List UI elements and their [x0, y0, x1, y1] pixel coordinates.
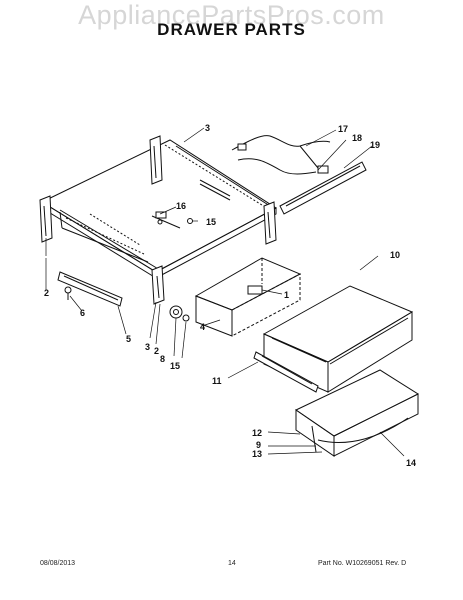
screw: [64, 286, 72, 300]
pivot-bracket: [169, 305, 190, 322]
callout-5: 5: [126, 334, 131, 344]
callout-19: 19: [370, 140, 380, 150]
slide-rail: [253, 351, 319, 393]
callout-3-top: 3: [205, 123, 210, 133]
callout-2-left: 2: [44, 288, 49, 298]
leader-lines: [45, 127, 405, 457]
callout-17: 17: [338, 124, 348, 134]
callout-15-lower: 15: [170, 361, 180, 371]
footer-page-number: 14: [228, 560, 236, 567]
drawer-frame: [39, 135, 277, 305]
callout-13: 13: [252, 449, 262, 459]
callout-9: 9: [256, 440, 261, 450]
callout-10: 10: [390, 250, 400, 260]
footer-part-number: Part No. W10269051 Rev. D: [318, 560, 407, 567]
callout-8: 8: [160, 354, 165, 364]
drawer-rail: [57, 271, 123, 307]
callout-12: 12: [252, 428, 262, 438]
drawer-tray: [262, 285, 414, 393]
callout-3-bottom: 3: [145, 342, 150, 352]
callout-2-right: 2: [154, 346, 159, 356]
drawer-housing: [194, 257, 302, 337]
callout-14: 14: [406, 458, 416, 468]
callout-6: 6: [80, 308, 85, 318]
sensor-bracket: [151, 211, 193, 229]
callout-16: 16: [176, 201, 186, 211]
watermark: AppliancePartsPros.com: [78, 0, 385, 30]
callout-15-upper: 15: [206, 217, 216, 227]
drawer-front: [295, 369, 420, 457]
callout-1: 1: [284, 290, 289, 300]
callout-4: 4: [200, 322, 205, 332]
wire-cover: [279, 161, 367, 215]
callout-18: 18: [352, 133, 362, 143]
page-title: DRAWER PARTS: [157, 20, 306, 39]
footer-date: 08/08/2013: [40, 560, 76, 567]
callout-11: 11: [212, 376, 222, 386]
